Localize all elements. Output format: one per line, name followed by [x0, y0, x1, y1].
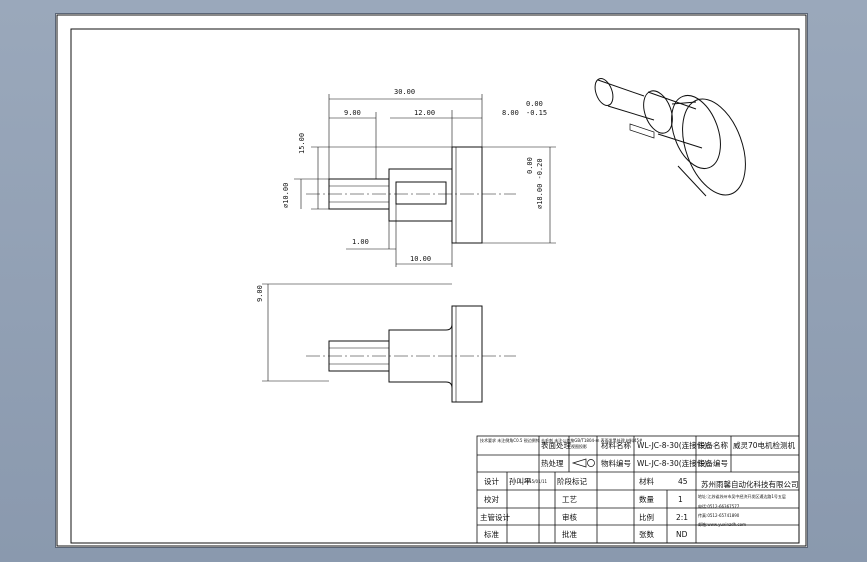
tb-fax: 传真:0512-65741890	[698, 512, 740, 518]
iso-shaft-front	[643, 90, 673, 134]
front-mid-shaft	[388, 168, 453, 222]
tb-approval-label: 批准	[562, 529, 577, 539]
tb-process-label: 工艺	[562, 495, 577, 504]
tb-projection: 视图投影	[571, 443, 587, 449]
side-dimension-lines	[262, 283, 452, 382]
outer-frame	[56, 14, 807, 547]
tb-heat-treatment: 热处理	[541, 458, 564, 468]
side-shaft	[388, 323, 453, 389]
dim-head-tol-zero: 0.00	[526, 157, 534, 174]
dim-side-height: 9.00	[256, 285, 264, 302]
dim-left-length: 9.00	[344, 109, 361, 117]
tb-date: 2015/01/11	[524, 479, 548, 484]
front-head	[451, 146, 483, 244]
tb-scale-label: 比例	[639, 512, 654, 522]
drawing-sheet: 30.00 9.00 12.00 8.00 0.00 -0.15 15.00 ⌀…	[56, 14, 807, 547]
iso-pin-end	[594, 78, 614, 106]
tb-surface-treatment: 表面处理	[541, 440, 571, 450]
projection-symbol	[571, 458, 595, 468]
tb-address: 地址:江苏省苏州市吴中经济开发区通达路1号五层	[698, 493, 786, 499]
tb-company: 苏州雨馨自动化科技有限公司	[701, 479, 799, 489]
tb-equipment-name-label: 设备名称	[698, 440, 728, 450]
dim-head-diameter: ⌀18.00 -0.20	[536, 158, 544, 209]
cad-drawing: 30.00 9.00 12.00 8.00 0.00 -0.15 15.00 ⌀…	[56, 14, 807, 547]
tb-part-number-2: WL-JC-8-30(连接件)	[637, 458, 707, 468]
dim-overall-length: 30.00	[394, 88, 415, 96]
iso-head-back	[671, 95, 721, 169]
dim-head-tol-lower: -0.15	[526, 109, 547, 117]
tb-count-value: 1	[678, 495, 683, 504]
iso-head-front	[682, 98, 746, 196]
side-head	[451, 305, 483, 403]
tb-material-value: 45	[678, 477, 688, 486]
tb-count-label: 数量	[639, 494, 654, 504]
tb-material-code-label: 物料编号	[601, 458, 631, 468]
tb-material-name-label: 材料名称	[601, 440, 631, 450]
side-view	[306, 305, 516, 403]
dim-head-thickness: 8.00	[502, 109, 519, 117]
inner-frame	[70, 28, 800, 544]
tb-sheet-value: ND	[676, 530, 688, 539]
tb-part-number: WL-JC-8-30(连接件)	[637, 440, 707, 450]
dim-offset-10: 10.00	[410, 255, 431, 263]
front-view	[306, 146, 516, 244]
tb-design-label: 设计	[484, 476, 499, 486]
dim-head-tol-upper: 0.00	[526, 100, 543, 108]
tb-email: 邮箱:www.yuxinzdh.com	[698, 521, 746, 527]
tb-equipment-code-label: 设备编号	[698, 458, 728, 468]
tb-notes: 技术要求 未注倒角C0.5 锐边倒钝 去毛刺 未注公差按GB/T1804-m 表…	[480, 437, 643, 443]
tb-drawing-label: 阶段标记	[557, 476, 587, 486]
tb-designer: 孙叫平	[509, 476, 532, 486]
dim-shaft-diameter: ⌀10.00	[282, 183, 290, 208]
tb-audit-label: 审核	[562, 512, 577, 522]
front-keyway	[395, 181, 447, 205]
tb-sheet-label: 张数	[639, 529, 654, 539]
tb-scale-value: 2:1	[676, 513, 688, 522]
tb-standard-label: 标准	[484, 529, 499, 539]
front-dimension-lines	[294, 94, 556, 267]
dim-flat-height: 15.00	[298, 133, 306, 154]
tb-approve-label: 主管设计	[480, 512, 510, 522]
dim-mid-length: 12.00	[414, 109, 435, 117]
isometric-view	[594, 78, 746, 197]
dim-gap-1: 1.00	[352, 238, 369, 246]
tb-qty-label: 材料	[639, 476, 654, 486]
title-block	[476, 435, 800, 544]
tb-equipment-name: 威灵70电机检测机	[733, 440, 796, 450]
tb-review-label: 校对	[484, 494, 499, 504]
tb-phone: 电话:0512-66367577	[698, 503, 740, 509]
